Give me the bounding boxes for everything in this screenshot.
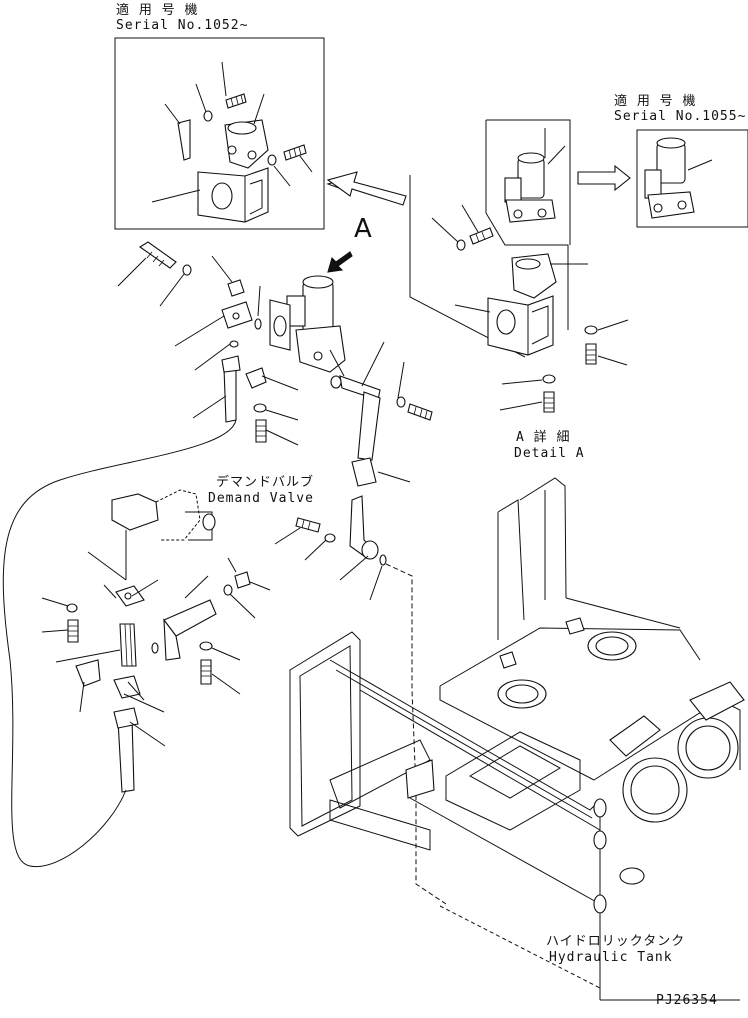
bolt-pipe [396,396,433,421]
demand-valve [111,489,216,541]
hydraulic-tank [289,477,741,1001]
hose-lower [113,707,139,793]
inset-box-serial-1052 [114,37,325,230]
leader-lines-lower-left [41,551,271,747]
hydraulic-tank-jp-label: ハイドロリックタンク [546,934,686,949]
serial-top-jp-label: 適 用 号 機 [116,3,199,18]
long-bolt-upper [139,241,192,276]
routing-dashed-line [385,563,447,905]
small-bracket-inset-left [177,119,191,161]
tank-ports [405,617,745,914]
clip-fitting-upper [245,367,267,443]
detail-a-jp-label: A 詳 細 [516,430,571,445]
fitting-center [349,457,379,560]
bolts-inset-left [203,93,307,166]
o-ring-upper [229,318,262,348]
serial-right-jp-label: 適 用 号 機 [614,94,697,109]
solenoid-valve-detail-a [504,152,556,223]
hydraulic-tank-label: Hydraulic Tank [549,950,673,965]
demand-valve-jp-label: デマンドバルブ [216,475,315,490]
main-solenoid-valve [269,275,346,373]
bracket-plate-detail-a [487,295,554,356]
solenoid-valve-inset-left [224,119,269,169]
solenoid-valve-inset-right [644,137,713,219]
leader-lines-inset-left [151,61,313,203]
bracket-lower [151,599,217,661]
marker-arrow [327,251,353,273]
washer-bolt-lower-left [66,603,79,643]
demand-valve-label: Demand Valve [208,491,314,506]
block-lower-a [115,585,145,607]
detail-a-label: Detail A [514,446,585,461]
detail-a-frame [409,119,571,358]
block-upper [221,301,253,329]
valve-body-detail-a [511,253,557,299]
inset-box-serial-1055 [636,129,748,228]
leader-lines-left-upper [117,255,299,446]
bolt-center-lower [295,517,387,566]
long-hose-line [2,419,237,868]
clip-lower [75,659,101,687]
hose-upper [221,355,241,423]
nut-washer-lower [199,571,251,685]
bracket-plate-inset-left [197,167,269,223]
block-lower-b [113,675,141,699]
bolts-detail-a [456,227,598,413]
hex-spacer [119,623,137,667]
pipe-elbow [330,375,381,461]
drawing-number: PJ26354 [656,993,718,1008]
serial-top-label: Serial No.1052~ [116,18,249,33]
view-letter-a: A [354,214,372,244]
leader-lines-center [274,341,411,601]
leader-lines-detail-a [431,128,629,411]
serial-right-label: Serial No.1055~ [614,109,747,124]
nut-upper [227,279,245,297]
arrow-to-inset-right [577,164,631,192]
